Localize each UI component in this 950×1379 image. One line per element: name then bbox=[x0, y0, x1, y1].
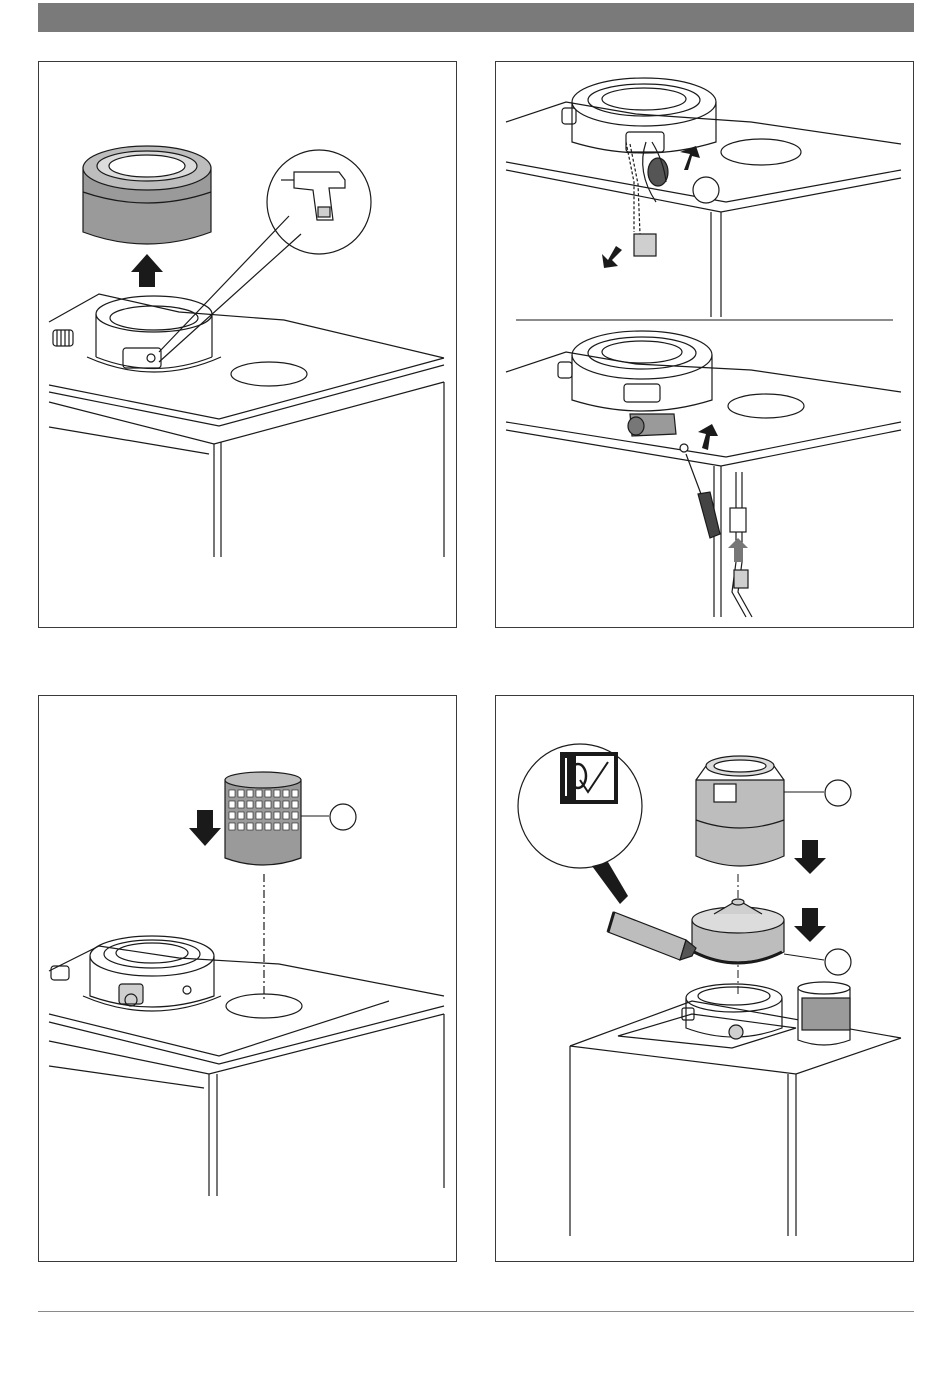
mesh-cap-spare bbox=[798, 982, 850, 1045]
figure-1-drawing bbox=[39, 62, 456, 627]
arrow-icon bbox=[794, 908, 826, 942]
mesh-cap bbox=[225, 772, 301, 865]
figure-fit-adapter bbox=[495, 695, 914, 1262]
arrow-icon bbox=[698, 424, 718, 450]
lubricant-tube-icon bbox=[608, 912, 696, 960]
callout-circle bbox=[825, 949, 851, 975]
callout-circle bbox=[693, 177, 719, 203]
sensor-bracket bbox=[628, 414, 676, 436]
figure-3-drawing bbox=[39, 696, 456, 1261]
arrow-icon bbox=[602, 246, 622, 268]
arrow-icon bbox=[728, 538, 748, 562]
arrow-icon bbox=[794, 840, 826, 874]
arrow-icon bbox=[131, 254, 163, 287]
footer-rule bbox=[38, 1311, 914, 1312]
figure-remove-adapter bbox=[38, 61, 457, 628]
figure-insert-mesh-cap bbox=[38, 695, 457, 1262]
figure-4-drawing bbox=[496, 696, 913, 1261]
header-bar bbox=[38, 3, 914, 32]
adapter-lower bbox=[692, 899, 784, 963]
quality-check-icon bbox=[560, 752, 618, 804]
figure-remove-sensor bbox=[495, 61, 914, 628]
arrow-icon bbox=[189, 810, 221, 846]
adapter-upper bbox=[696, 756, 784, 866]
figure-2-drawing bbox=[496, 62, 913, 627]
adapter-removed bbox=[83, 146, 211, 244]
callout-circle bbox=[825, 780, 851, 806]
callout-circle bbox=[330, 804, 356, 830]
